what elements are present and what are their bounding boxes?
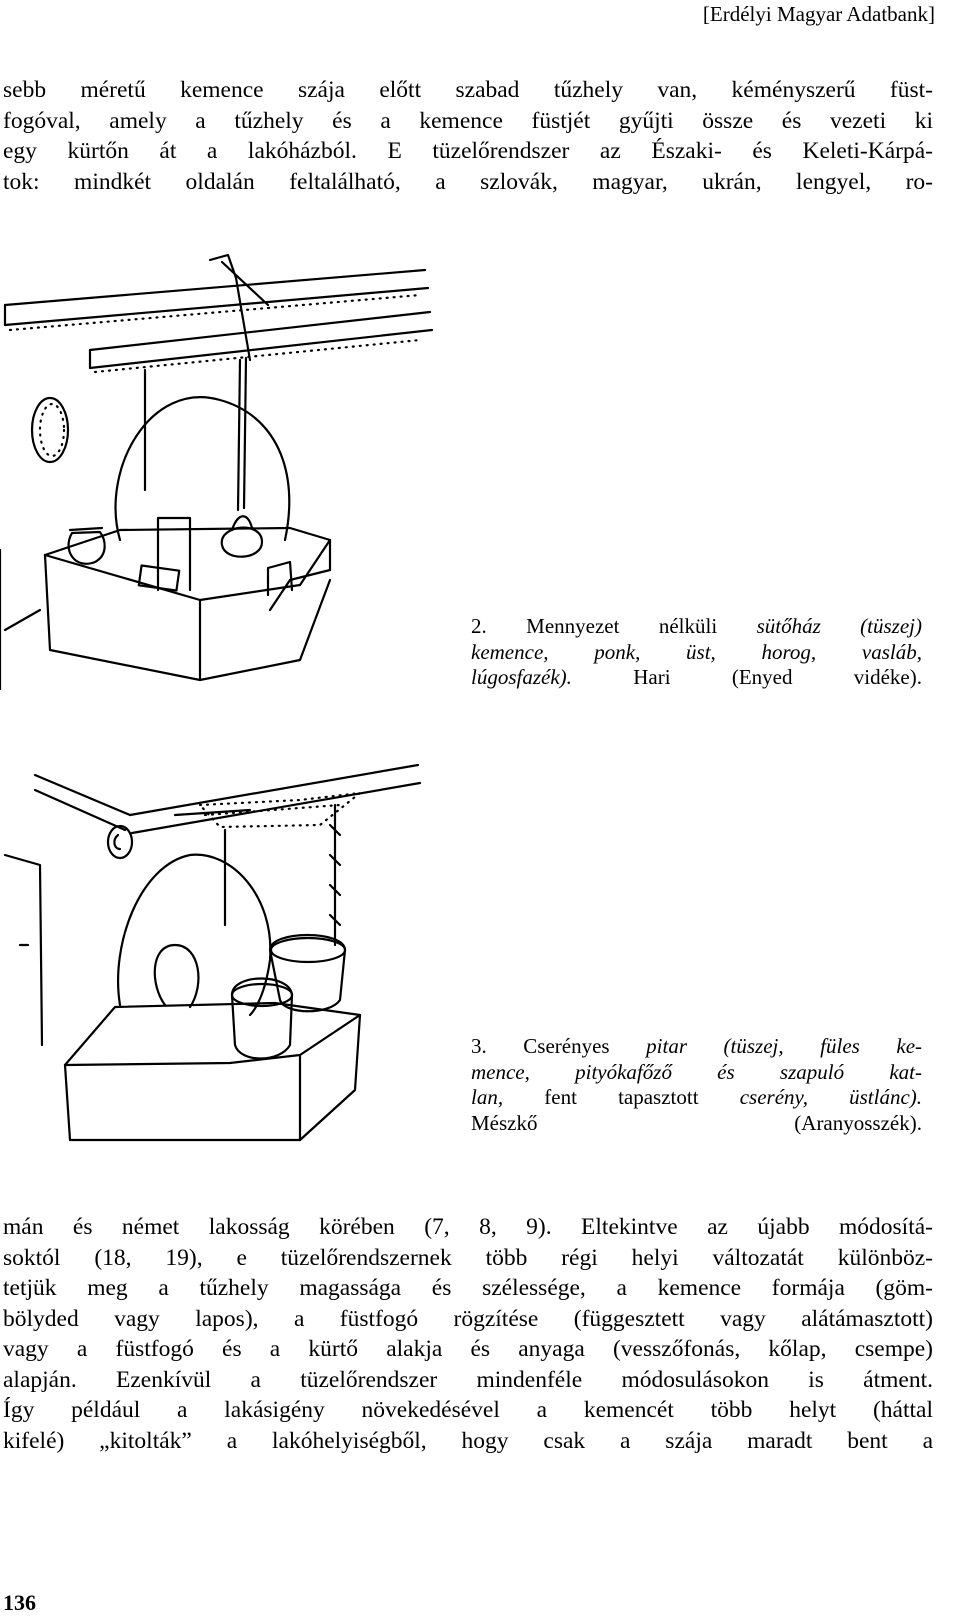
caption-text: 3. Cserényes [471,1034,647,1058]
caption-line: kemence, ponk, üst, horog, vasláb, [471,640,922,666]
text-line: sebb méretű kemence szája előtt szabad t… [3,77,933,103]
caption-line: lan, fent tapasztott cserény, üstlánc). [471,1085,922,1111]
figure-3-caption: 3. Cserényes pitar (tüszej, füles ke-men… [471,1034,922,1136]
text-line: kifelé) „kitolták” a lakóhelyiségből, ho… [3,1427,933,1454]
text-line: egy kürtőn át a lakóházból. E tüzelőrend… [3,138,933,164]
text-line: vagy a füstfogó és a kürtő alakja és any… [3,1336,933,1362]
caption-line: 2. Mennyezet nélküli sütőház (tüszej) [471,614,922,640]
text-line: tetjük meg a tűzhely magassága és széles… [3,1275,933,1301]
caption-line: 3. Cserényes pitar (tüszej, füles ke- [471,1034,922,1060]
caption-line: lúgosfazék). Hari (Enyed vidéke). [471,665,922,691]
text-line: alapján. Ezenkívül a tüzelőrendszer mind… [3,1366,933,1393]
caption-italic-text: kemence, ponk, üst, horog, vasláb, [471,639,922,664]
text-line: bölyded vagy lapos), a füstfogó rögzítés… [3,1305,933,1332]
caption-text: fent tapasztott [503,1085,740,1109]
page-number: 136 [3,1590,36,1615]
paragraph-top: sebb méretű kemence szája előtt szabad t… [3,75,933,197]
caption-italic-text: mence, pityókafőző és szapuló kat- [471,1059,922,1084]
caption-italic-text: sütőház (tüszej) [756,614,922,638]
page-header: [Erdélyi Magyar Adatbank] [702,2,935,26]
figure-2-drawing [0,253,434,690]
caption-line: Mészkő (Aranyosszék). [471,1111,922,1137]
caption-italic-text: pitar (tüszej, füles ke- [646,1034,923,1058]
text-line: soktól (18, 19), e tüzelőrendszernek töb… [3,1244,933,1271]
caption-line: mence, pityókafőző és szapuló kat- [471,1060,922,1086]
figure-3-drawing [3,763,422,1142]
caption-italic-text: cserény, üstlánc). [739,1085,923,1109]
caption-text: Hari (Enyed vidéke). [571,665,922,689]
caption-text: 2. Mennyezet nélküli [471,614,757,638]
paragraph-bottom: mán és német lakosság körében (7, 8, 9).… [3,1212,933,1456]
text-line: tok: mindkét oldalán feltalálható, a szl… [3,168,933,195]
figure-2-caption: 2. Mennyezet nélküli sütőház (tüszej)kem… [471,614,922,691]
text-line: mán és német lakosság körében (7, 8, 9).… [3,1214,933,1240]
text-line: Így például a lakásigény növekedésével a… [3,1397,933,1423]
caption-text: Mészkő (Aranyosszék). [471,1110,922,1135]
text-line: fogóval, amely a tűzhely és a kemence fü… [3,107,933,134]
caption-italic-text: lúgosfazék). [471,665,572,689]
caption-italic-text: lan, [471,1085,504,1109]
